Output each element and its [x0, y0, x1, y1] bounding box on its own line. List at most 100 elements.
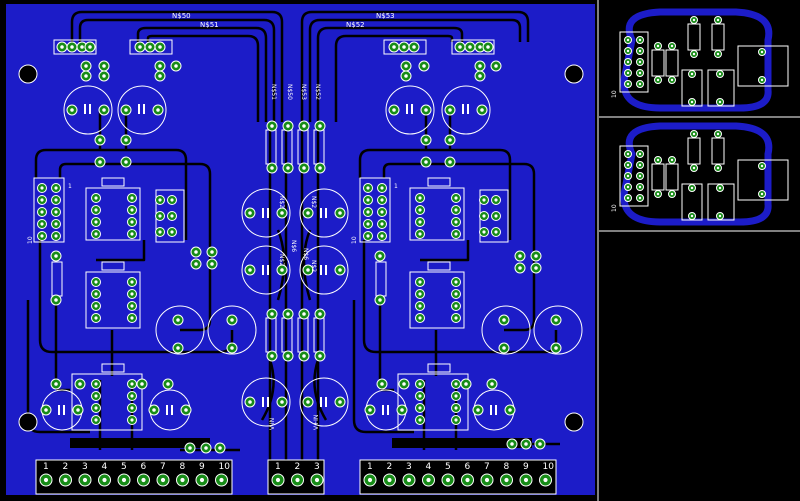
terminal-pin-hole [43, 477, 49, 483]
terminal-pin-hole [543, 477, 548, 483]
ic-pin-hole [454, 316, 458, 320]
pad-hole [156, 108, 160, 112]
ic-pin-hole [130, 292, 134, 296]
preview-pad-hole [718, 214, 722, 218]
terminal-pin-hole [295, 477, 300, 483]
pad-hole [54, 254, 58, 258]
pad-hole [518, 254, 522, 258]
preview-pin-hole [638, 82, 642, 86]
ic-pin-hole [418, 304, 422, 308]
ic-pin-hole [94, 232, 98, 236]
ic-pin-hole [366, 186, 370, 190]
ic-pin-hole [130, 382, 134, 386]
pad-hole [270, 166, 274, 170]
pad-hole [490, 382, 494, 386]
pad-hole [210, 250, 214, 254]
preview-pin-hole [626, 185, 630, 189]
regulator-pin-hole [170, 230, 174, 234]
ic-pin-hole [454, 394, 458, 398]
pad-hole [230, 318, 234, 322]
terminal-pin-hole [465, 477, 470, 483]
preview-pin-hole [638, 38, 642, 42]
pad-hole [306, 211, 310, 215]
pad-hole [534, 254, 538, 258]
pad-hole [524, 442, 528, 446]
pad-hole [400, 408, 404, 412]
pad-hole [84, 74, 88, 78]
ic-pin-hole [94, 406, 98, 410]
pad-hole [302, 312, 306, 316]
pad-hole [248, 400, 252, 404]
pad-hole [270, 124, 274, 128]
vertical-net-label-2: N$50 [286, 84, 293, 100]
terminal-number: 2 [295, 462, 301, 472]
pad-hole [248, 211, 252, 215]
pad-hole [458, 45, 462, 49]
preview-top-pin10: 10 [611, 90, 618, 98]
vertical-net-label-3: N$53 [300, 84, 307, 100]
pad-hole [286, 354, 290, 358]
preview-pad-hole [718, 186, 722, 190]
ic-pin-hole [454, 220, 458, 224]
preview-pad-hole [670, 44, 674, 48]
preview-pin-hole [638, 60, 642, 64]
pad-hole [378, 298, 382, 302]
terminal-pin-hole [102, 477, 107, 483]
pad-hole [148, 45, 152, 49]
ic-pin-hole [454, 304, 458, 308]
preview-pin-hole [638, 152, 642, 156]
preview-pin-hole [626, 152, 630, 156]
ic-pin-hole [94, 220, 98, 224]
vertical-net-label-4: N$52 [314, 84, 321, 100]
ic-pin-hole [454, 406, 458, 410]
pad-hole [338, 268, 342, 272]
ic-pin-hole [94, 304, 98, 308]
ic-pin-hole [418, 196, 422, 200]
ic-pin-hole [40, 198, 44, 202]
pad-hole [140, 382, 144, 386]
pad-hole [510, 442, 514, 446]
pad-hole [270, 354, 274, 358]
pad-hole [448, 108, 452, 112]
pad-hole [54, 382, 58, 386]
pad-hole [424, 160, 428, 164]
ic-pin-hole [454, 418, 458, 422]
pad-hole [402, 382, 406, 386]
preview-pad-hole [716, 166, 720, 170]
ic-pin-hole [366, 198, 370, 202]
pad-hole [412, 45, 416, 49]
terminal-number: 1 [275, 462, 281, 472]
preview-pad-hole [656, 44, 660, 48]
terminal-number: 8 [180, 462, 186, 472]
pad-hole [302, 354, 306, 358]
ic-pin-hole [54, 234, 58, 238]
ic-pin-hole [130, 394, 134, 398]
ic-pin-hole [418, 232, 422, 236]
ic-pin-hole [94, 382, 98, 386]
pad-hole [280, 268, 284, 272]
pad-hole [280, 211, 284, 215]
regulator-pin-hole [482, 214, 486, 218]
pad-hole [404, 64, 408, 68]
terminal-pin-hole [141, 477, 146, 483]
preview-pin-hole [638, 49, 642, 53]
power-label-vminus: V-IN [269, 418, 276, 430]
pad-hole [494, 64, 498, 68]
pad-hole [318, 166, 322, 170]
preview-pad-hole [718, 100, 722, 104]
pad-hole [188, 446, 192, 450]
ic-pin-hole [94, 292, 98, 296]
ic-pin-hole [130, 406, 134, 410]
pad-hole [84, 64, 88, 68]
pad-hole [158, 64, 162, 68]
ic-pin-hole [366, 234, 370, 238]
pad-hole [174, 64, 178, 68]
terminal-number: 5 [445, 462, 451, 472]
preview-pad-hole [716, 132, 720, 136]
preview-pad-hole [692, 132, 696, 136]
pad-hole [306, 268, 310, 272]
ic-pin-hole [418, 220, 422, 224]
preview-pad-hole [690, 100, 694, 104]
preview-pin-hole [638, 71, 642, 75]
pad-hole [378, 254, 382, 258]
